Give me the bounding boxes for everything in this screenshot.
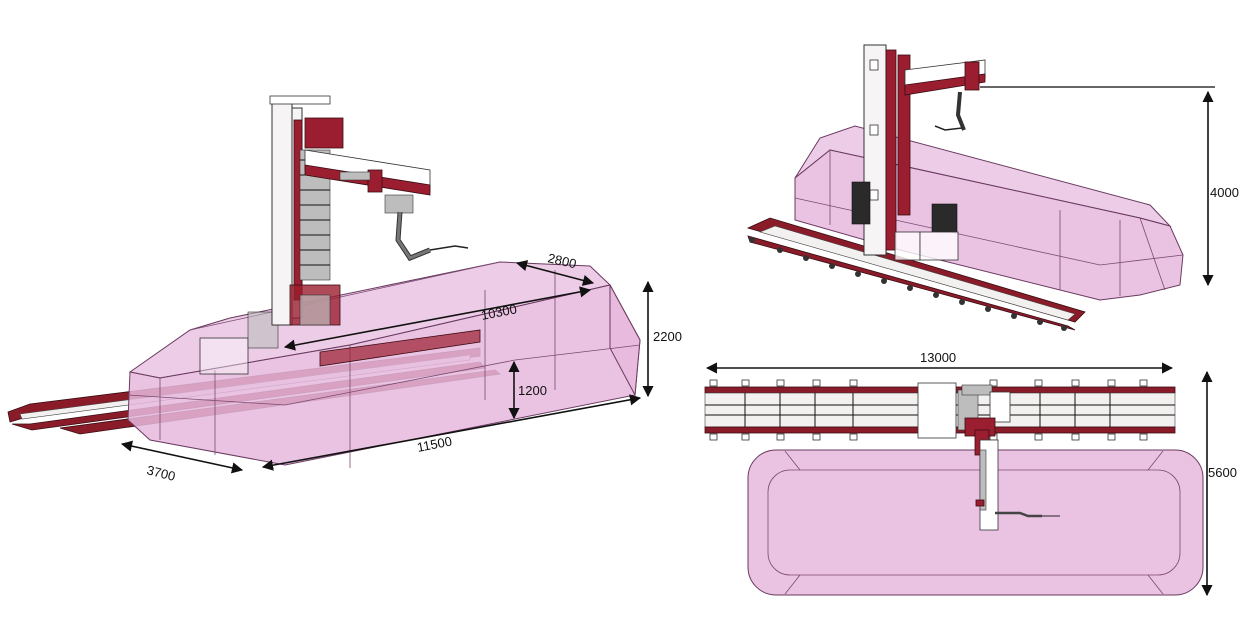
horizontal-boom-arm — [304, 149, 431, 196]
dim-base-length: 11500 — [416, 434, 453, 455]
work-envelope-top — [747, 449, 1204, 596]
dim-top-length: 10300 — [480, 301, 518, 323]
column-slats — [300, 159, 330, 266]
dimension-annotations: 13000 5600 — [705, 350, 1237, 597]
dim-base-width: 3700 — [145, 462, 177, 484]
workpiece-fixture — [851, 181, 959, 261]
dim-height: 4000 — [1210, 185, 1239, 200]
rail-crossbars — [744, 393, 1111, 427]
welding-robot-arm — [934, 91, 966, 131]
welding-robot-arm — [384, 194, 469, 262]
linear-rail-track — [746, 217, 1086, 331]
iso-view-right: 4000 — [746, 44, 1239, 331]
dim-overall-length: 13000 — [920, 350, 956, 365]
horizontal-boom-arm-top — [975, 439, 1060, 531]
dimension-annotations: 2800 10300 2200 1200 11500 3700 — [120, 250, 682, 484]
dim-top-width: 2800 — [546, 250, 578, 271]
iso-view-left: 2800 10300 2200 1200 11500 3700 — [7, 95, 682, 484]
rail-feet — [749, 237, 1067, 331]
top-view: 13000 5600 — [704, 350, 1237, 597]
dim-overall-width: 5600 — [1208, 465, 1237, 480]
column-carriage-top — [917, 382, 1011, 456]
dimension-annotations: 4000 — [980, 86, 1239, 287]
dim-height-total: 2200 — [653, 329, 682, 344]
horizontal-boom-arm — [904, 59, 986, 96]
column-carriage — [289, 284, 341, 326]
rail-feet-top — [709, 379, 1148, 441]
dim-height-lower: 1200 — [518, 383, 547, 398]
